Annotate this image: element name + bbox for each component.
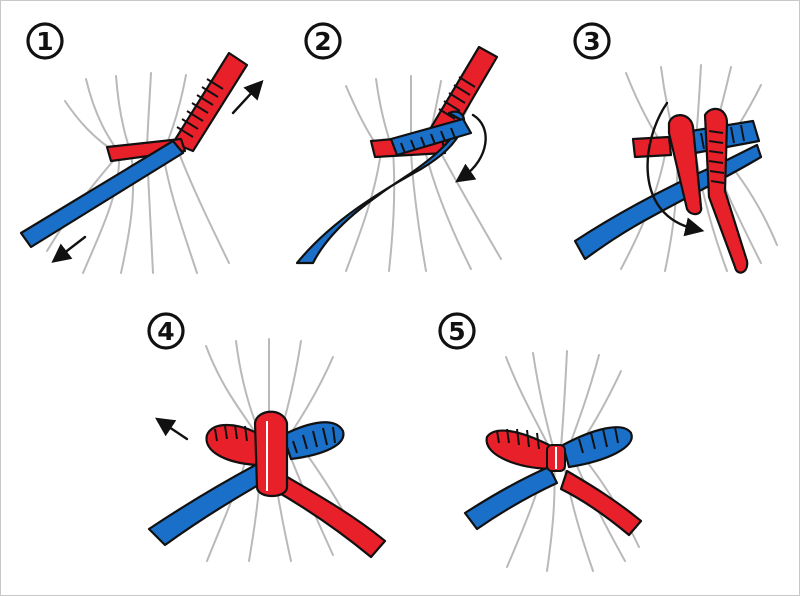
step-number: 3 — [583, 27, 600, 56]
ribbon-red-end — [485, 428, 643, 537]
step-number: 2 — [314, 27, 331, 56]
step-3-panel: 3 — [573, 22, 778, 274]
knot — [546, 444, 566, 472]
ribbon-blue-end — [295, 110, 473, 265]
step-1-panel: 1 — [19, 22, 264, 274]
direction-arrow — [455, 113, 487, 183]
ribbon-blue-end — [463, 426, 633, 531]
ribbon-red-end — [205, 410, 387, 559]
step-number-badge — [147, 312, 185, 350]
ribbon-red-end — [631, 107, 749, 274]
direction-arrow — [51, 79, 264, 263]
step-number-badge — [573, 22, 611, 60]
gathered-threads — [620, 64, 778, 272]
direction-arrow — [155, 417, 189, 441]
step-4-panel: 4 — [147, 312, 387, 562]
gathered-threads — [345, 75, 502, 272]
step-number: 4 — [157, 317, 174, 346]
step-number-badge — [304, 22, 342, 60]
direction-arrow — [646, 101, 705, 237]
step-number: 1 — [36, 27, 53, 56]
step-number-badge — [26, 22, 64, 60]
ribbon-blue-end — [19, 139, 185, 249]
step-number: 5 — [448, 317, 465, 346]
step-2-panel: 2 — [295, 22, 502, 272]
step-5-panel: 5 — [438, 312, 643, 572]
step-number-badge — [438, 312, 476, 350]
